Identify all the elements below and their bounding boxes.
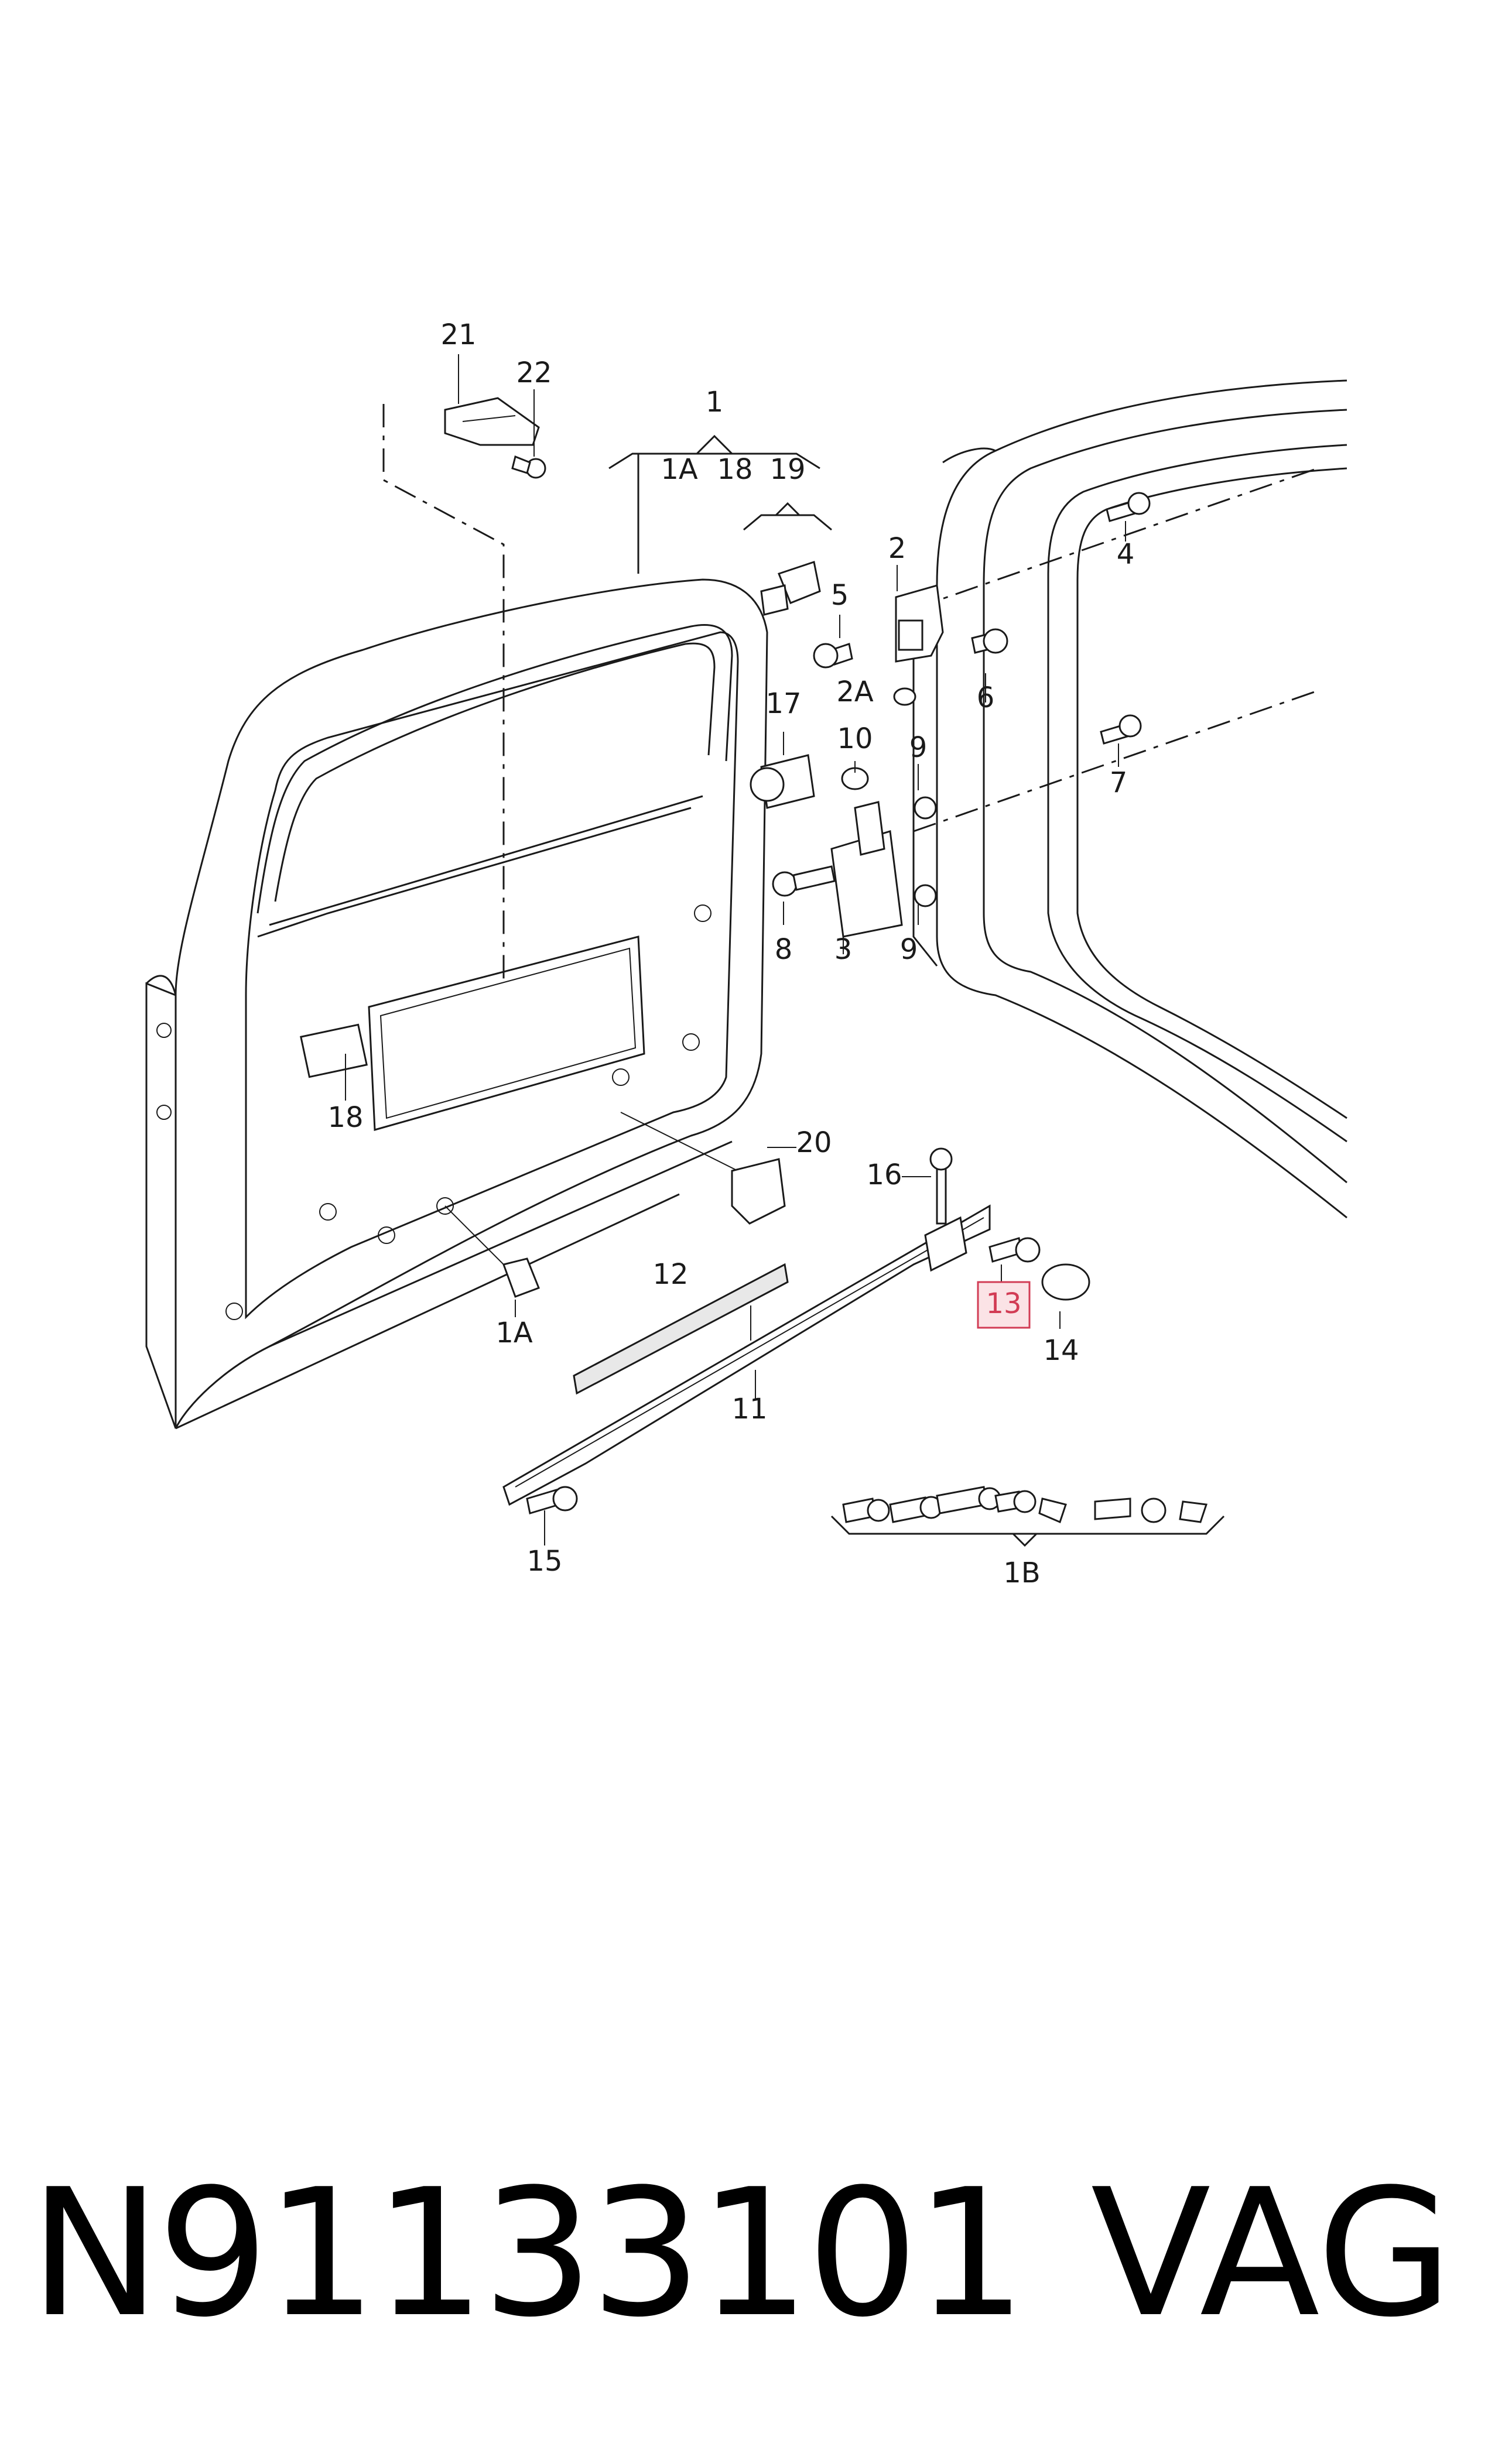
callout-20: 20 xyxy=(796,1126,832,1159)
callout-12: 12 xyxy=(652,1258,688,1291)
callout-16: 16 xyxy=(866,1159,902,1191)
part-1A-clip xyxy=(502,1257,540,1298)
callout-1A-bottom: 1A xyxy=(495,1317,533,1349)
sill-trim-11 xyxy=(502,1204,991,1506)
fastener-set-1B xyxy=(842,1486,1208,1524)
callout-3: 3 xyxy=(834,933,853,966)
callout-10: 10 xyxy=(837,722,873,755)
footer: N91133101 VAG xyxy=(0,2131,1488,2377)
callout-11: 11 xyxy=(731,1393,767,1425)
callout-1B: 1B xyxy=(1003,1557,1040,1589)
leader-lines xyxy=(345,354,1225,1547)
callout-17: 17 xyxy=(765,687,801,720)
bracket-21 xyxy=(444,397,546,479)
trim-strip-12 xyxy=(573,1263,789,1395)
callout-22: 22 xyxy=(516,357,552,389)
clip-19 xyxy=(760,561,821,616)
body-bolts xyxy=(1100,492,1151,745)
callout-1A-top: 1A xyxy=(661,453,698,486)
door-shell xyxy=(145,578,768,1430)
callout-19: 19 xyxy=(769,453,805,486)
callout-8: 8 xyxy=(775,933,793,966)
part-20 xyxy=(731,1158,786,1225)
hinge-lower-3 xyxy=(772,767,937,938)
exploded-parts-diagram: 1 1A 18 19 21 22 2 2A 3 4 5 6 7 8 9 9 10… xyxy=(145,318,1347,1589)
callout-5: 5 xyxy=(831,579,849,612)
callout-2: 2 xyxy=(888,532,907,565)
callout-13: 13 xyxy=(986,1287,1021,1320)
callout-9-lower: 9 xyxy=(900,933,918,966)
part-17 xyxy=(750,754,815,809)
hinge-upper-2 xyxy=(813,584,1008,706)
callout-9-upper: 9 xyxy=(909,731,928,764)
fasteners xyxy=(526,1147,1090,1514)
part-number: N91133101 xyxy=(29,2151,1027,2356)
callout-7: 7 xyxy=(1110,766,1128,799)
callout-18-left: 18 xyxy=(327,1101,363,1134)
callout-2A: 2A xyxy=(836,676,874,708)
brand-name: VAG xyxy=(1090,2151,1453,2356)
callout-14: 14 xyxy=(1043,1334,1079,1367)
callout-1: 1 xyxy=(706,386,724,419)
callout-15: 15 xyxy=(526,1545,562,1578)
callouts: 1 1A 18 19 21 22 2 2A 3 4 5 6 7 8 9 9 10… xyxy=(327,318,1134,1589)
highlight-box-13 xyxy=(977,1281,1031,1329)
callout-18-top: 18 xyxy=(717,453,752,486)
callout-4: 4 xyxy=(1117,538,1135,571)
callout-6: 6 xyxy=(977,681,995,714)
callout-21: 21 xyxy=(440,318,476,351)
